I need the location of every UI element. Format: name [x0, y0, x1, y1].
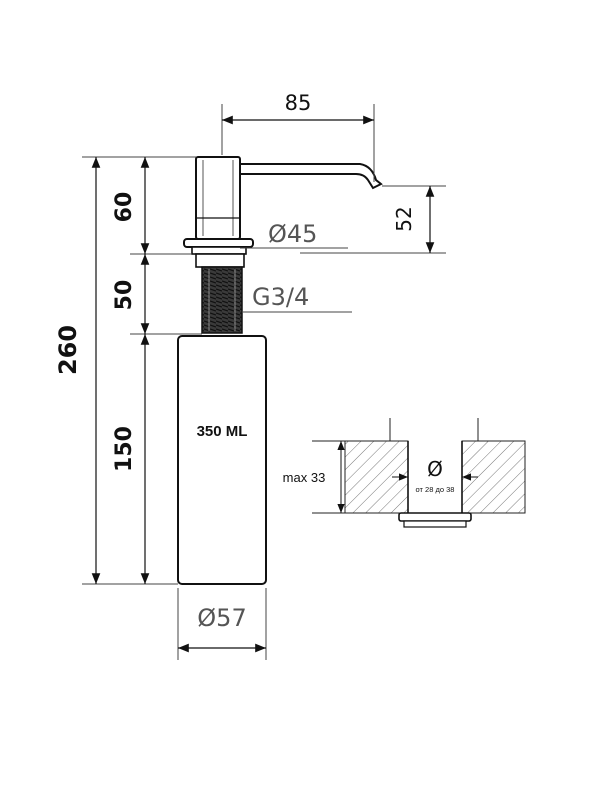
dim-bottle-diameter: Ø57 — [177, 588, 267, 660]
countertop-detail: max 33 Ø от 28 до 38 — [283, 418, 526, 528]
bottle-diameter-value: Ø57 — [197, 604, 246, 632]
dim-spout-height: 52 — [300, 185, 446, 254]
collar-diameter-value: Ø45 — [268, 220, 317, 248]
pump-head — [195, 156, 241, 240]
head-height-value: 60 — [112, 192, 137, 223]
bottle-capacity-label: 350 ML — [197, 423, 248, 440]
threaded-shank — [201, 266, 243, 334]
dim-total-height: 260 — [54, 157, 101, 584]
mounting-nut — [398, 512, 472, 522]
spout — [239, 163, 383, 190]
dim-spout-length: 85 — [221, 91, 375, 182]
spout-length-value: 85 — [285, 91, 312, 115]
dim-head-height: 60 — [112, 157, 150, 254]
dim-collar-diameter: Ø45 — [240, 220, 348, 249]
total-height-value: 260 — [54, 325, 82, 375]
dim-bottle-height: 150 — [112, 334, 150, 584]
hole-diameter-symbol: Ø — [427, 457, 443, 481]
thread-length-value: 50 — [112, 280, 137, 311]
bottle: 350 ML — [177, 335, 267, 585]
hole-diameter-range: от 28 до 38 — [416, 485, 455, 494]
bottle-height-value: 150 — [112, 426, 137, 472]
spout-height-value: 52 — [392, 206, 416, 231]
collar-flange — [183, 238, 254, 268]
dim-thread-length: 50 — [112, 254, 150, 334]
countertop-max-thickness: max 33 — [283, 470, 326, 485]
dim-thread-size: G3/4 — [243, 283, 352, 313]
thread-size-value: G3/4 — [252, 283, 309, 311]
